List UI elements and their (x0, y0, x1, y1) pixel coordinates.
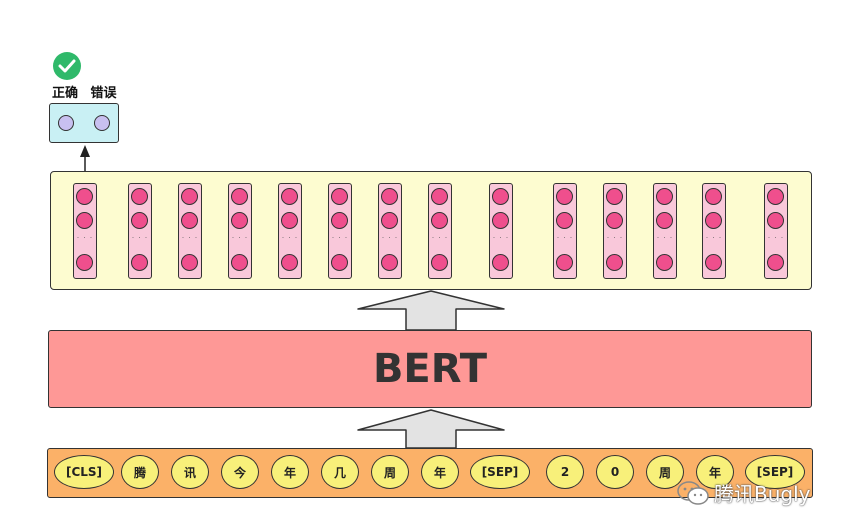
token-5: 年 (271, 455, 309, 489)
vector-2: · · · (128, 183, 152, 279)
token-4: 今 (221, 455, 259, 489)
token-10: 2 (546, 455, 584, 489)
token-3: 讯 (171, 455, 209, 489)
token-sep-1: [SEP] (470, 455, 530, 489)
vector-3: · · · (178, 183, 202, 279)
token-cls: [CLS] (54, 455, 114, 489)
token-7: 周 (371, 455, 409, 489)
vector-7: · · · (378, 183, 402, 279)
token-12: 周 (646, 455, 684, 489)
vector-sep-1: · · · (489, 183, 513, 279)
token-2: 腾 (121, 455, 159, 489)
up-arrow-bert-to-vectors (357, 290, 505, 331)
output-layer (49, 103, 119, 143)
vector-sep-2: · · · (764, 183, 788, 279)
wechat-icon (677, 480, 709, 505)
token-11: 0 (596, 455, 634, 489)
watermark: 腾讯Bugly (676, 478, 810, 507)
bert-block: BERT (48, 330, 812, 408)
label-correct: 正确 (52, 86, 79, 101)
token-sep-2: [SEP] (745, 455, 805, 489)
vector-13: · · · (702, 183, 726, 279)
vector-11: · · · (603, 183, 627, 279)
watermark-text: 腾讯Bugly (714, 482, 811, 506)
vector-4: · · · (228, 183, 252, 279)
vector-10: · · · (553, 183, 577, 279)
check-icon (53, 52, 81, 80)
vector-8: · · · (428, 183, 452, 279)
up-arrow-tokens-to-bert (357, 409, 505, 449)
output-node-correct (58, 115, 74, 131)
token-6: 几 (321, 455, 359, 489)
vector-cls: · · · (73, 183, 97, 279)
checkmark-glyph (58, 59, 76, 73)
vector-12: · · · (653, 183, 677, 279)
token-8: 年 (421, 455, 459, 489)
output-node-wrong (94, 115, 110, 131)
vector-6: · · · (328, 183, 352, 279)
cls-arrow-head (80, 145, 90, 157)
label-wrong: 错误 (90, 86, 117, 101)
classification-labels: 正确 错误 (52, 82, 117, 101)
vector-5: · · · (278, 183, 302, 279)
token-13: 年 (696, 455, 734, 489)
